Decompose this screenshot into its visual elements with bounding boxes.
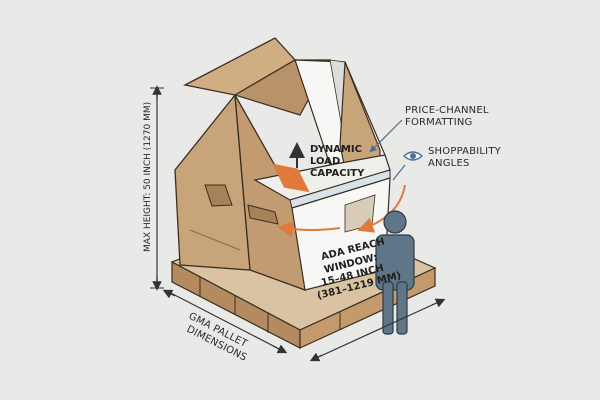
price-channel-label-line1: PRICE-CHANNEL xyxy=(405,105,489,116)
eye-icon xyxy=(402,151,424,161)
max-height-dimension xyxy=(150,85,164,291)
person-figure xyxy=(375,210,415,335)
dynamic-load-label-line1: DYNAMIC xyxy=(310,144,362,155)
dynamic-load-label-line3: CAPACITY xyxy=(310,168,365,179)
max-height-label: MAX HEIGHT: 50 INCH (1270 MM) xyxy=(143,102,153,252)
price-channel-leader xyxy=(369,119,403,153)
shoppability-leader xyxy=(392,164,406,181)
shoppability-label-line2: ANGLES xyxy=(428,158,470,169)
pallet-depth-dimension xyxy=(309,298,446,362)
dynamic-load-label-line2: LOAD xyxy=(310,156,340,167)
dynamic-load-arrows xyxy=(272,142,310,193)
price-channel-label-line2: FORMATTING xyxy=(405,117,472,128)
pallet-width-dimension xyxy=(162,289,288,354)
shoppability-label-line1: SHOPPABILITY xyxy=(428,146,502,157)
